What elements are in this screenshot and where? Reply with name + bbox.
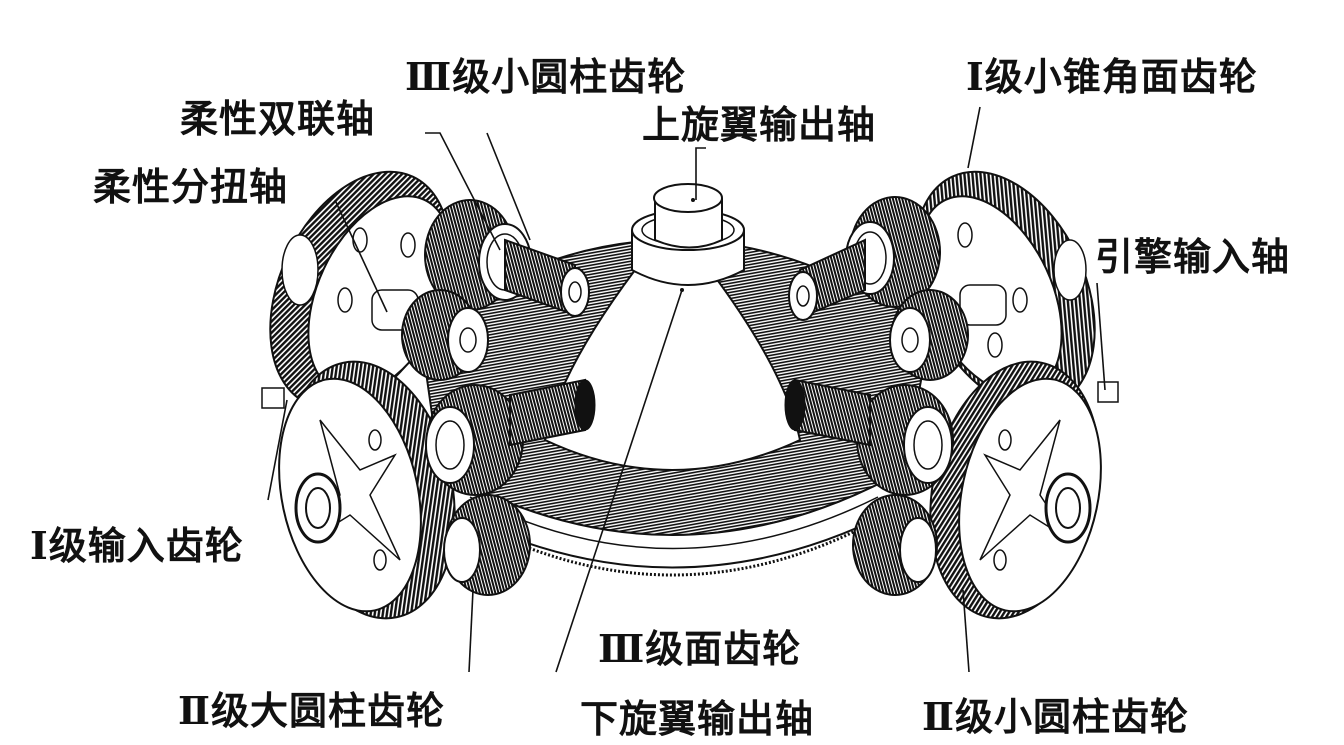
leader-lines: [267, 106, 1106, 673]
leader-stage2-small-spur-gear: [962, 589, 970, 673]
label-stage1-input-gear: Ⅰ级输入齿轮: [30, 523, 244, 568]
leader-upper-rotor-output-shaft: [695, 147, 706, 200]
label-stage3-face-gear: Ⅲ级面齿轮: [598, 626, 802, 671]
label-stage2-large-spur-gear: Ⅱ级大圆柱齿轮: [178, 688, 446, 733]
right-upper-spur-gears: [788, 196, 969, 381]
leader-lower-rotor-output-shaft: [555, 289, 683, 673]
label-stage2-small-spur-gear: Ⅱ级小圆柱齿轮: [922, 694, 1190, 739]
leader-stage2-large-spur-gear: [468, 589, 474, 673]
left-upper-spur-gears: [401, 199, 590, 381]
right-stage1-input-gear: [929, 360, 1119, 620]
label-lower-rotor-output-shaft: 下旋翼输出轴: [580, 696, 815, 741]
leader-engine-input-shaft: [1096, 282, 1106, 391]
right-lower-spur-gears: [784, 378, 954, 596]
leader-flexible-double-shaft: [425, 132, 501, 251]
label-stage3-small-spur-gear: Ⅲ级小圆柱齿轮: [405, 54, 687, 99]
label-engine-input-shaft: 引擎输入轴: [1095, 234, 1291, 279]
left-lower-spur-gears: [425, 378, 596, 596]
upper-rotor-output-shaft: [631, 183, 745, 292]
label-stage1-small-bevel-face-gear: Ⅰ级小锥角面齿轮: [966, 54, 1258, 99]
label-upper-rotor-output-shaft: 上旋翼输出轴: [642, 102, 877, 147]
leader-stage1-small-bevel-face-gear: [967, 106, 981, 169]
central-cone: [543, 269, 802, 471]
leader-stage1-input-gear: [267, 399, 288, 501]
leader-flexible-split-torsion-shaft: [334, 199, 388, 313]
label-flexible-split-torsion-shaft: 柔性分扭轴: [93, 164, 289, 209]
leader-stage3-small-spur-gear: [486, 132, 531, 241]
label-flexible-double-shaft: 柔性双联轴: [180, 96, 376, 141]
